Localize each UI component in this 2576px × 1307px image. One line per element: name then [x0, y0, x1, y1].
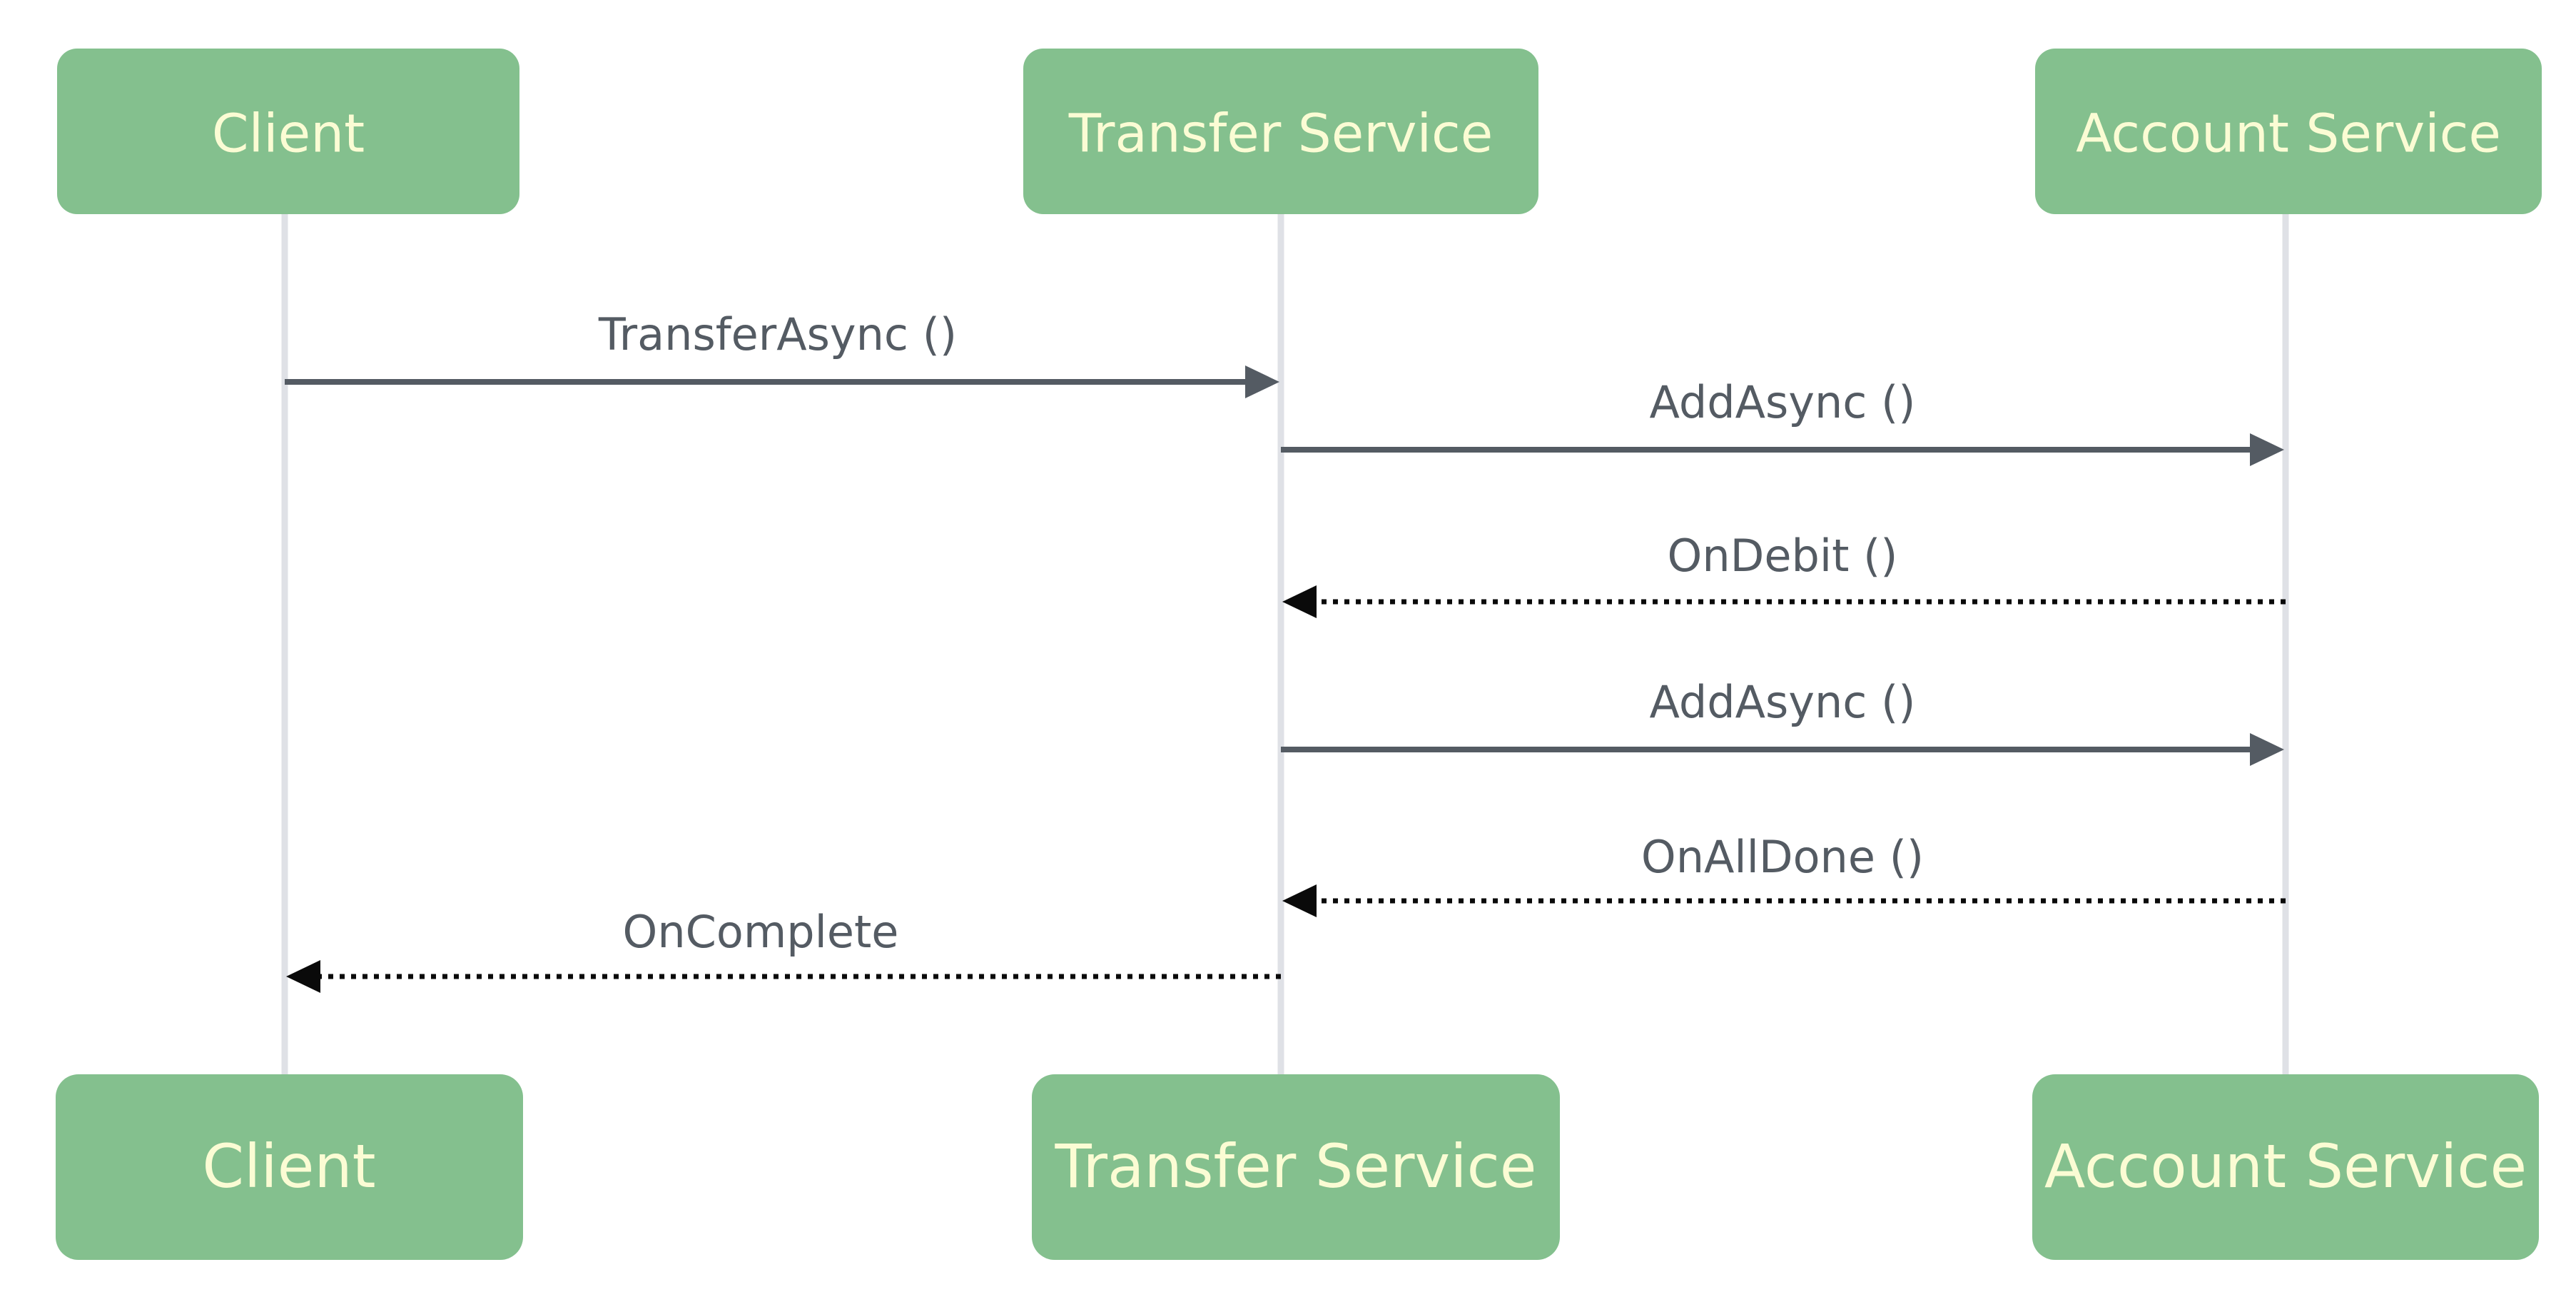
actor-boxes-bottom: Client Transfer Service Account Service	[56, 1074, 2539, 1260]
arrowhead-right-icon	[1245, 365, 1279, 398]
arrowhead-left-icon	[1282, 884, 1317, 917]
actor-box-rect	[57, 49, 519, 214]
actor-box-top-transfer-service[interactable]: Transfer Service	[1023, 49, 1538, 214]
actor-label-top-account-service: Account Service	[2076, 104, 2501, 165]
actor-label-bottom-client: Client	[202, 1131, 375, 1201]
arrowhead-right-icon	[2250, 433, 2284, 466]
arrowhead-right-icon	[2250, 733, 2284, 766]
message-label-3: OnDebit ()	[1668, 530, 1898, 582]
arrowhead-left-icon	[1282, 585, 1317, 618]
message-3-ondebit[interactable]: OnDebit ()	[1282, 530, 2286, 618]
message-label-2: AddAsync ()	[1650, 376, 1916, 428]
actor-label-bottom-transfer-service: Transfer Service	[1055, 1131, 1537, 1201]
message-label-4: AddAsync ()	[1650, 676, 1916, 728]
actor-label-top-client: Client	[212, 104, 365, 165]
message-label-1: TransferAsync ()	[598, 308, 957, 360]
actor-box-rect	[2035, 49, 2542, 214]
message-label-5: OnAllDone ()	[1641, 831, 1924, 883]
actor-box-rect	[1032, 1074, 1560, 1260]
actor-label-top-transfer-service: Transfer Service	[1068, 104, 1494, 165]
lifelines	[281, 214, 2289, 1078]
arrowhead-left-icon	[286, 960, 320, 993]
actor-box-rect	[1023, 49, 1538, 214]
actor-box-bottom-transfer-service[interactable]: Transfer Service	[1032, 1074, 1560, 1260]
actor-box-bottom-client[interactable]: Client	[56, 1074, 523, 1260]
message-5-onalldone[interactable]: OnAllDone ()	[1282, 831, 2286, 917]
actor-label-bottom-account-service: Account Service	[2044, 1131, 2527, 1201]
message-label-6: OnComplete	[623, 906, 899, 958]
actor-box-rect	[56, 1074, 523, 1260]
actor-box-top-account-service[interactable]: Account Service	[2035, 49, 2542, 214]
message-4-addasync[interactable]: AddAsync ()	[1281, 676, 2284, 766]
actor-box-bottom-account-service[interactable]: Account Service	[2032, 1074, 2539, 1260]
actor-boxes-top: Client Transfer Service Account Service	[57, 49, 2542, 214]
actor-box-top-client[interactable]: Client	[57, 49, 519, 214]
message-2-addasync[interactable]: AddAsync ()	[1281, 376, 2284, 466]
message-1-transferasync[interactable]: TransferAsync ()	[285, 308, 1279, 398]
actor-box-rect	[2032, 1074, 2539, 1260]
message-6-oncomplete[interactable]: OnComplete	[286, 906, 1281, 993]
